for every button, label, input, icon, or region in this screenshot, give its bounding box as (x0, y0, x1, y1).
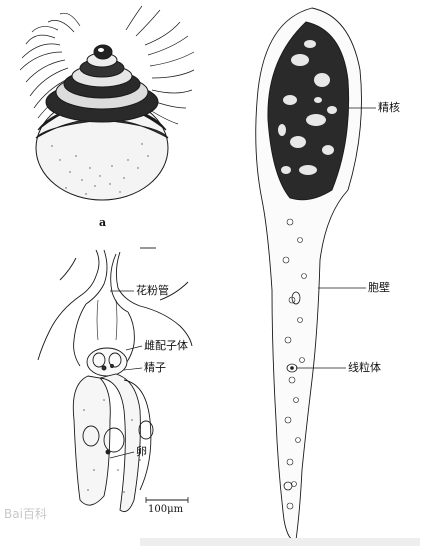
label-cell-wall: 胞壁 (368, 281, 390, 294)
caption-band (140, 538, 420, 546)
label-egg: 卵 (136, 445, 147, 458)
label-pollen-tube: 花粉管 (136, 284, 169, 297)
sperm-cell-illustration (255, 7, 376, 541)
pollen-grain-illustration (19, 5, 195, 201)
label-sperm-nucleus: 精核 (378, 101, 400, 114)
bristles-right (125, 5, 195, 125)
scale-bar-label: 100μm (148, 504, 184, 515)
sperm-nucleus (267, 21, 350, 201)
egg-apparatus (72, 375, 111, 506)
tube-outline-left (37, 249, 100, 361)
panel-a-label: a (99, 216, 107, 229)
pollen-tube-illustration (37, 247, 193, 513)
label-mitochondria: 线粒体 (348, 361, 381, 374)
label-sperm: 精子 (144, 361, 166, 374)
label-female-gametophyte: 雌配子体 (144, 339, 188, 352)
watermark-logo: Bai百科 (4, 507, 47, 521)
stipple-texture (51, 143, 149, 195)
